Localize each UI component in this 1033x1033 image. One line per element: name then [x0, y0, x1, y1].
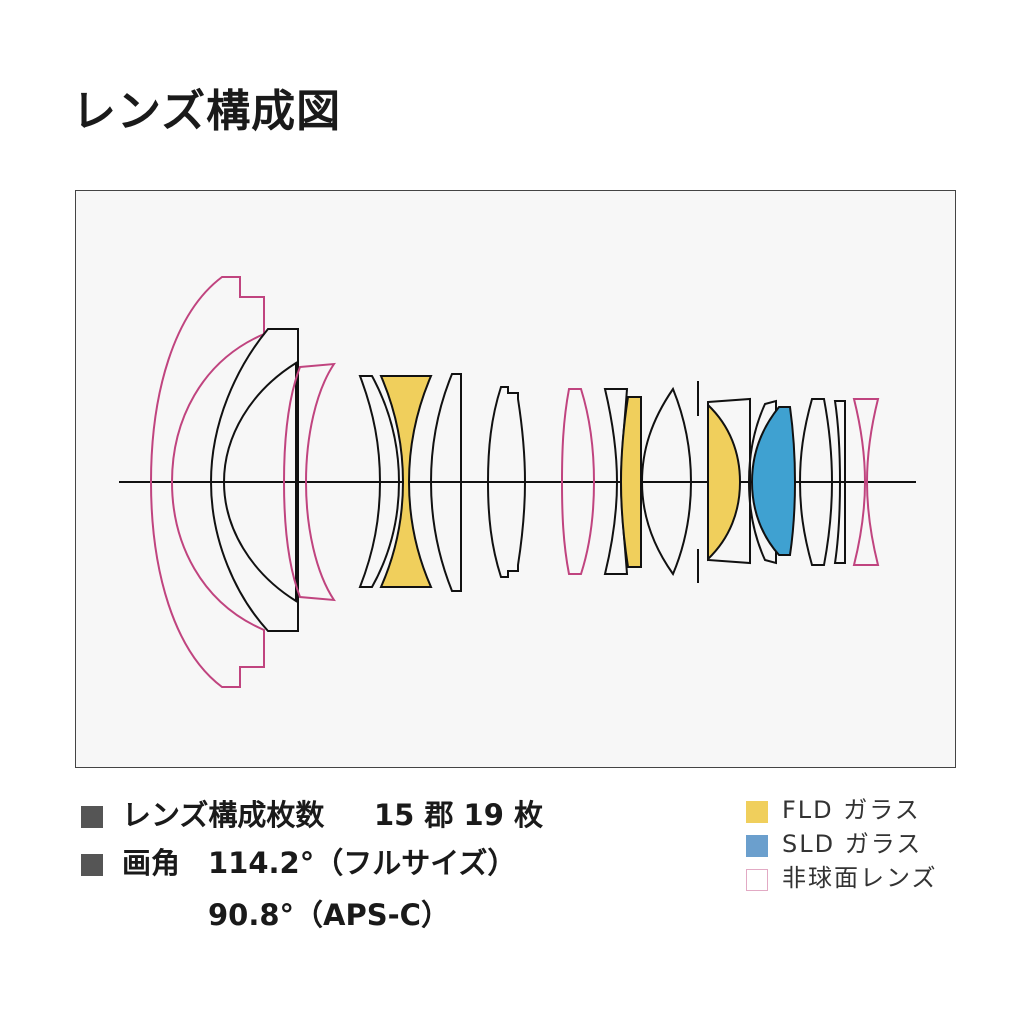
spec-construction: レンズ構成枚数 15 郡 19 枚 — [78, 798, 598, 840]
lens-element-7 — [486, 386, 527, 578]
spec-angle: 画角 114.2°（フルサイズ） — [78, 846, 598, 888]
legend-fld-swatch — [746, 801, 768, 823]
bullet-square-icon — [81, 806, 103, 828]
lens-element-15-sld — [750, 406, 797, 556]
lens-diagram-panel — [75, 190, 956, 768]
lens-element-2 — [209, 328, 299, 632]
page-title: レンズ構成図 — [72, 86, 342, 137]
lens-construction-diagram — [119, 276, 916, 688]
lens-element-14 — [747, 399, 777, 565]
lens-element-17 — [833, 400, 846, 564]
lens-element-3-aspherical — [282, 362, 336, 602]
lens-element-5-fld — [379, 375, 433, 588]
legend-fld-label: FLD ガラス — [782, 796, 921, 824]
angle-apsc-value: 90.8°（APS-C） — [208, 898, 450, 932]
lens-element-16 — [798, 398, 834, 566]
angle-label: 画角 — [122, 846, 181, 880]
spec-angle-apsc: 90.8°（APS-C） — [208, 898, 508, 940]
lens-element-13-fld — [707, 402, 742, 562]
bullet-square-icon — [81, 854, 103, 876]
lens-element-6 — [429, 373, 462, 592]
legend-sld-swatch — [746, 835, 768, 857]
angle-full-value: 114.2°（フルサイズ） — [208, 846, 517, 880]
legend-aspherical-label: 非球面レンズ — [782, 864, 938, 892]
lens-element-18-aspherical — [852, 398, 880, 566]
lens-element-1-aspherical — [149, 276, 265, 688]
legend-aspherical-swatch — [746, 869, 768, 891]
legend-sld-label: SLD ガラス — [782, 830, 923, 858]
lens-element-8-aspherical — [560, 388, 596, 575]
lens-element-10-fld — [619, 396, 642, 568]
lens-element-4 — [358, 375, 401, 588]
construction-value: 15 郡 19 枚 — [374, 798, 544, 832]
lens-element-11 — [640, 386, 693, 577]
construction-label: レンズ構成枚数 — [122, 798, 325, 832]
